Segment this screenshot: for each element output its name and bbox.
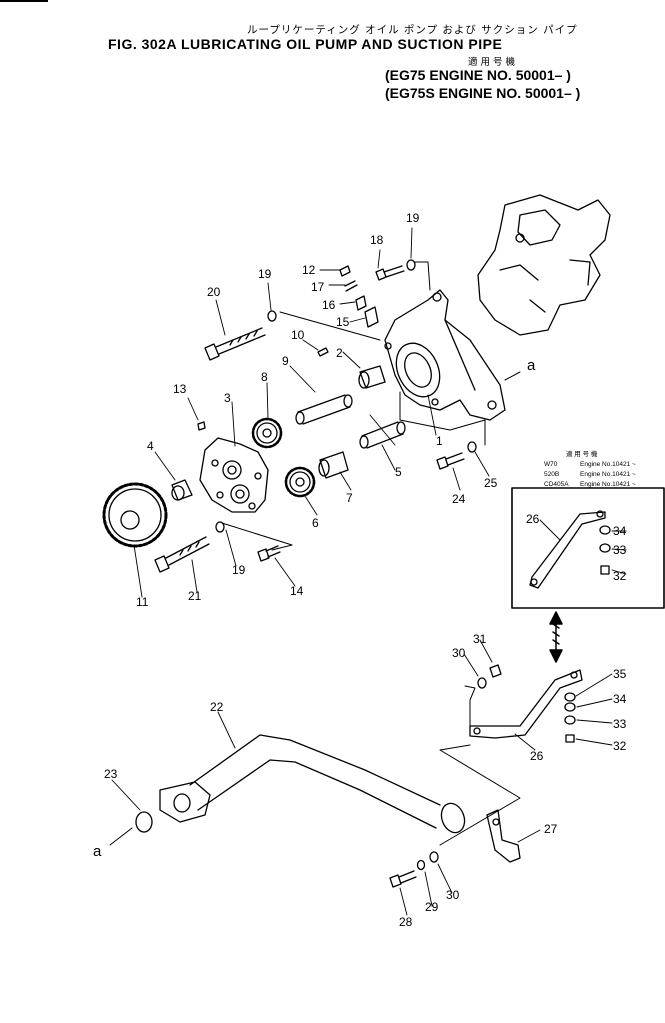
japanese-title: ループリケーティング オイル ポンプ および サクション パイプ (247, 24, 578, 36)
washer-29-part (416, 859, 426, 871)
bolt-24-part (436, 452, 465, 470)
callout-7: 7 (346, 491, 353, 505)
bolt-20-part (204, 327, 266, 361)
bolt-28-part (389, 870, 417, 888)
drive-gear-8-part (251, 417, 283, 449)
callout-25: 25 (484, 476, 498, 490)
callout-1: 1 (436, 434, 443, 448)
callout-12: 12 (302, 263, 316, 277)
engine-line-eg75: (EG75 ENGINE NO. 50001– ) (385, 67, 571, 83)
callout-10: 10 (291, 328, 305, 342)
pump-body-part (384, 289, 506, 421)
callout-35: 35 (613, 667, 627, 681)
inset-heading: 適 用 号 機 (566, 449, 598, 458)
bushing-4-part (171, 479, 193, 501)
shaft-9-part (295, 394, 353, 425)
callout-30-upper: 30 (452, 646, 466, 660)
inset-model-w70: W70 (544, 461, 558, 468)
pump-cover-part (199, 437, 269, 513)
right-hardware-stack (564, 692, 576, 743)
inset-engine-520b: Engine No.10421 ~ (580, 471, 636, 478)
callout-17: 17 (311, 280, 325, 294)
callout-26: 26 (530, 749, 544, 763)
callout-33-inset: 33 (613, 543, 627, 557)
callout-6: 6 (312, 516, 319, 530)
inset-engine-w70: Engine No.10421 ~ (580, 461, 636, 468)
callout-3: 3 (224, 391, 231, 405)
corner-rule (0, 0, 48, 2)
callout-23: 23 (104, 767, 118, 781)
inset-box (511, 487, 665, 609)
callout-19-left: 19 (258, 267, 272, 281)
key-10-part (317, 347, 329, 357)
pin-13-part (197, 421, 206, 431)
nut-31-part (489, 664, 502, 678)
callout-26-inset: 26 (526, 512, 540, 526)
applicability-label: 適用号機 (468, 57, 519, 68)
callout-22: 22 (210, 700, 224, 714)
bolt-21-part (154, 536, 210, 573)
inset-model-cd405a: CD405A (544, 481, 569, 488)
callout-14: 14 (290, 584, 304, 598)
engine-block-outline (477, 194, 611, 336)
callout-31: 31 (473, 632, 487, 646)
callout-29: 29 (425, 900, 439, 914)
suction-pipe-part (159, 734, 466, 834)
callout-33: 33 (613, 717, 627, 731)
callout-30-lower: 30 (446, 888, 460, 902)
driven-gear-6-part (284, 466, 316, 498)
reference-a-lower: a (93, 843, 102, 860)
callout-16: 16 (322, 298, 336, 312)
callout-19-top: 19 (406, 211, 420, 225)
bushing-7-part (318, 451, 349, 479)
washer-30-lower-part (429, 851, 439, 863)
bushing-2-part (358, 365, 386, 389)
callout-18: 18 (370, 233, 384, 247)
callout-27: 27 (544, 822, 558, 836)
callout-28: 28 (399, 915, 413, 929)
inset-engine-cd405a: Engine No.10421 ~ (580, 481, 636, 488)
callout-32: 32 (613, 739, 627, 753)
washer-parts (215, 259, 477, 533)
relief-valve-parts (339, 265, 379, 328)
engine-line-eg75s: (EG75S ENGINE NO. 50001– ) (385, 85, 581, 101)
assembly-lines (109, 261, 521, 846)
inset-applicability-table: 適 用 号 機 W70 Engine No.10421 ~ 520B Engin… (544, 449, 636, 488)
interchange-double-arrow (549, 611, 563, 663)
clamp-27-part (486, 809, 521, 863)
reference-a-upper: a (527, 357, 536, 374)
callout-15: 15 (336, 315, 350, 329)
callout-34: 34 (613, 692, 627, 706)
callout-32-inset: 32 (613, 569, 627, 583)
callout-20: 20 (207, 285, 221, 299)
figure-title: FIG. 302A LUBRICATING OIL PUMP AND SUCTI… (108, 36, 503, 52)
callout-5: 5 (395, 465, 402, 479)
o-ring-23-part (135, 811, 153, 833)
callout-34-inset: 34 (613, 524, 627, 538)
washer-30-upper-part (477, 677, 487, 689)
bracket-26-part (469, 669, 583, 739)
callout-21: 21 (188, 589, 202, 603)
callout-13: 13 (173, 382, 187, 396)
callout-2: 2 (336, 346, 343, 360)
leader-lines (111, 227, 627, 916)
inset-hardware-stack (599, 525, 611, 575)
callout-8: 8 (261, 370, 268, 384)
callout-labels: 1 2 3 4 5 6 7 8 9 10 11 12 13 14 15 16 1… (93, 211, 627, 929)
bolt-18-part (375, 265, 405, 281)
callout-24: 24 (452, 492, 466, 506)
callout-9: 9 (282, 354, 289, 368)
inset-model-520b: 520B (544, 471, 559, 478)
callout-11: 11 (136, 595, 149, 609)
inset-bracket-26 (529, 510, 606, 589)
large-gear-part (102, 482, 168, 548)
callout-4: 4 (147, 439, 154, 453)
bolt-14-part (257, 545, 281, 562)
callout-19-lower: 19 (232, 563, 246, 577)
shaft-5-part (359, 421, 406, 449)
